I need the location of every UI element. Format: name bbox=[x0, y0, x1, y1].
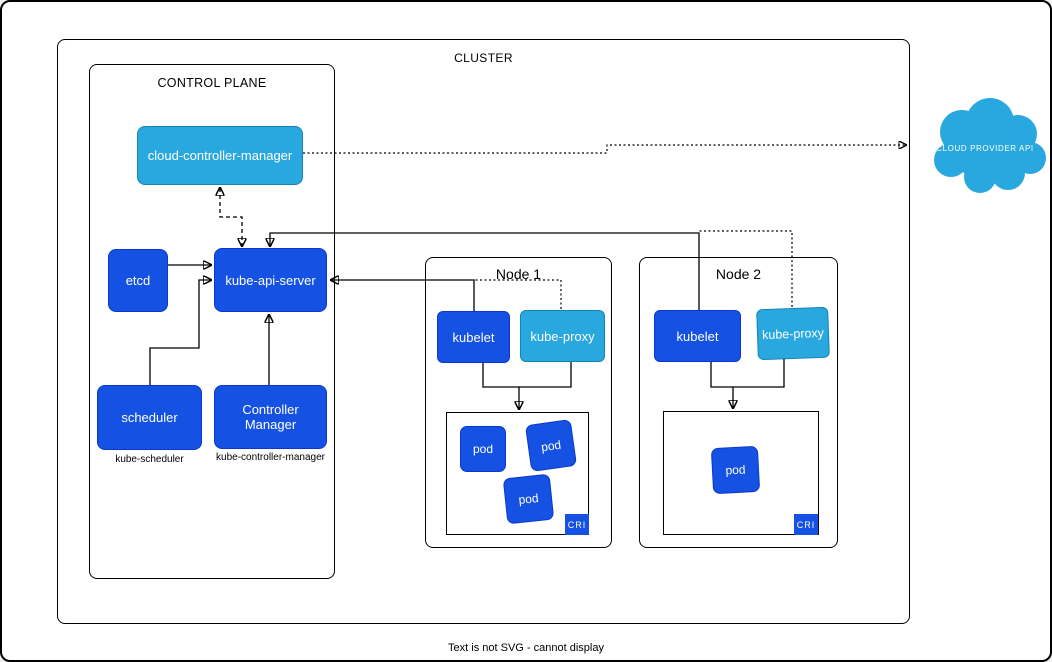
node2-title: Node 2 bbox=[715, 266, 762, 282]
scheduler-label: scheduler bbox=[121, 410, 178, 425]
node1-title: Node 1 bbox=[495, 266, 542, 282]
cloud-controller-manager-node: cloud-controller-manager bbox=[137, 126, 303, 185]
cloud-provider-api-label: CLOUD PROVIDER API bbox=[936, 143, 1034, 153]
control-plane-boundary: CONTROL PLANE bbox=[89, 64, 335, 579]
kube-api-server-node: kube-api-server bbox=[214, 248, 327, 312]
render-fallback-note: Text is not SVG - cannot display bbox=[448, 642, 604, 654]
kube-scheduler-sublabel: kube-scheduler bbox=[115, 454, 184, 465]
node1-kube-proxy-label: kube-proxy bbox=[530, 328, 595, 344]
etcd-node: etcd bbox=[108, 249, 168, 312]
node2-cri-badge: CRI bbox=[794, 514, 818, 535]
node2-pod-1: pod bbox=[710, 445, 761, 495]
node2-kubelet-node: kubelet bbox=[654, 310, 741, 362]
controller-manager-label: Controller Manager bbox=[242, 402, 299, 432]
scheduler-node: scheduler bbox=[97, 385, 202, 450]
node2-kube-proxy-node: kube-proxy bbox=[756, 306, 830, 361]
node1-kubelet-node: kubelet bbox=[437, 311, 510, 363]
cloud-icon bbox=[934, 98, 1046, 193]
node1-pod-3-label: pod bbox=[517, 490, 540, 508]
node1-pod-2-label: pod bbox=[540, 437, 562, 454]
node2-kubelet-label: kubelet bbox=[676, 328, 719, 344]
node1-pod-2: pod bbox=[524, 419, 578, 472]
etcd-label: etcd bbox=[125, 273, 151, 288]
control-plane-label: CONTROL PLANE bbox=[157, 76, 267, 90]
node1-cri-badge: CRI bbox=[565, 514, 589, 535]
controller-manager-node: Controller Manager bbox=[214, 385, 327, 449]
cluster-label: CLUSTER bbox=[454, 51, 513, 65]
node1-kubelet-label: kubelet bbox=[452, 329, 495, 345]
cluster-boundary: CLUSTER bbox=[57, 39, 910, 624]
node2-pod-1-label: pod bbox=[725, 462, 746, 478]
cloud-controller-manager-label: cloud-controller-manager bbox=[147, 148, 293, 163]
kube-controller-manager-sublabel: kube-controller-manager bbox=[216, 452, 325, 463]
node1-pod-3: pod bbox=[502, 473, 555, 525]
node1-pod-1-label: pod bbox=[472, 442, 494, 456]
node1-kube-proxy-node: kube-proxy bbox=[520, 310, 605, 362]
kube-api-server-label: kube-api-server bbox=[225, 272, 316, 288]
node1-pod-1: pod bbox=[460, 426, 506, 472]
node2-kube-proxy-label: kube-proxy bbox=[761, 325, 825, 342]
cloud-provider-api-shape: CLOUD PROVIDER API bbox=[922, 96, 1048, 198]
